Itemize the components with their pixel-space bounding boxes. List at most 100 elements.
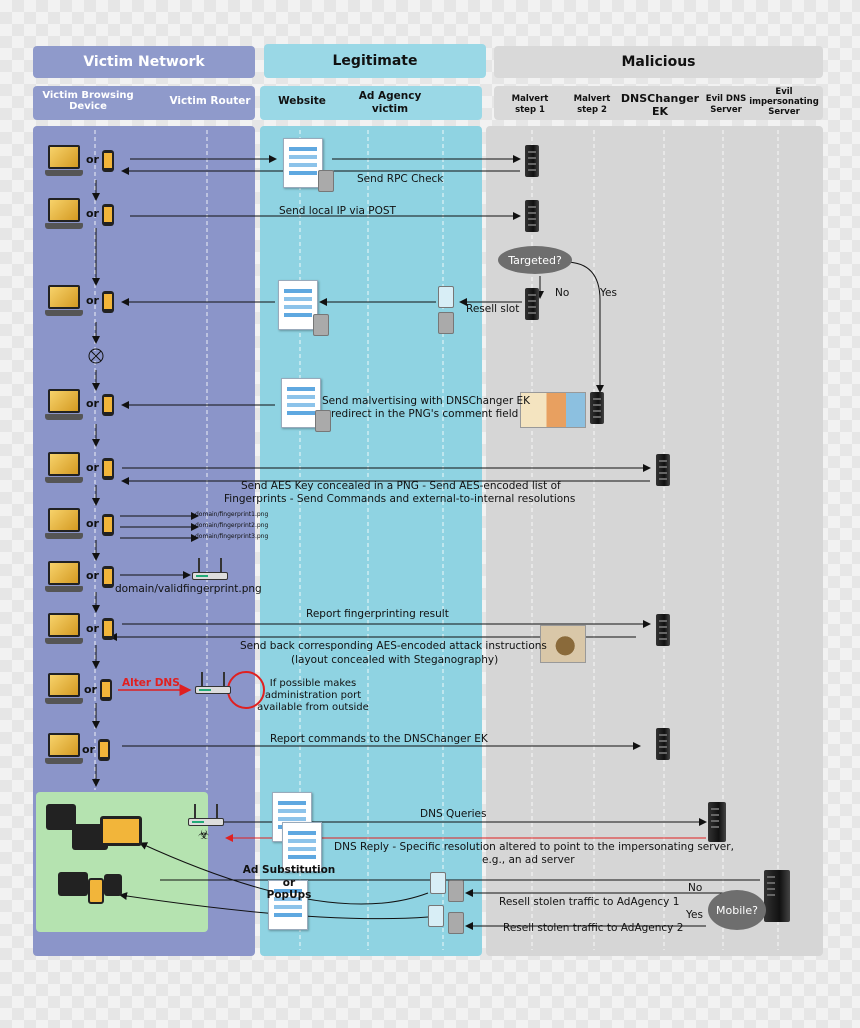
laptop-icon [45,613,83,647]
label-ad-sub-or: or [282,877,296,889]
label-admin-1: If possible makes [269,678,357,689]
or-label: or [84,683,97,696]
laptop-icon [45,285,83,319]
ad-agency-server-icon [438,312,454,334]
or-label: or [86,461,99,474]
web-server-icon [313,314,329,336]
label-local-ip: Send local IP via POST [279,205,396,217]
or-label: or [86,294,99,307]
laptop-icon [45,733,83,767]
phone-icon [104,874,122,896]
targeted-decision: Targeted? [498,246,572,274]
website-page-icon [281,378,321,428]
dnschanger-server-icon [656,728,670,760]
laptop-icon [45,452,83,486]
ad-agency-1-icon [430,872,446,894]
header-victim-network: Victim Network [33,46,255,78]
desktop-monitor-icon [46,804,76,830]
phone-icon [98,739,110,761]
phone-icon [102,618,114,640]
phone-icon [102,150,114,172]
mobile-decision: Mobile? [708,890,766,930]
label-popups: PopUps [266,889,312,901]
label-yes-2: Yes [686,909,703,921]
phone-icon [102,458,114,480]
subheader-victim-device: Victim Browsing Device [42,90,134,112]
router-icon [192,558,228,580]
label-malvertising-1: Send malvertising with DNSChanger EK [322,395,531,407]
label-attack-2: (layout concealed with Steganography) [291,654,499,666]
subheader-dnschanger: DNSChanger EK [620,92,700,118]
subheader-legitimate [260,86,482,120]
evil-impersonating-server-icon [764,870,790,922]
or-label: or [82,743,95,756]
label-fingerprint-2: domain/fingerprint2.png [195,522,269,529]
website-page-icon [283,138,323,188]
png-ad-image [520,392,586,428]
label-resell-2: Resell stolen traffic to AdAgency 2 [503,922,684,934]
or-label: or [86,207,99,220]
phone-icon [102,394,114,416]
ad-agency-1-server-icon [448,880,464,902]
or-label: or [86,569,99,582]
subheader-website: Website [278,95,326,107]
or-label: or [86,153,99,166]
dnschanger-server-icon [656,454,670,486]
label-dns-reply-2: e.g., an ad server [482,854,575,866]
malvert-2-server-icon [590,392,604,424]
label-ad-substitution: Ad Substitution [242,864,336,876]
malvert-server-icon [525,145,539,177]
subheader-malvert-2: Malvert step 2 [573,94,611,115]
laptop-icon [45,145,83,179]
label-alter-dns: Alter DNS [122,677,180,689]
label-report-commands: Report commands to the DNSChanger EK [270,733,488,745]
or-label: or [86,622,99,635]
compromised-router-icon [188,804,224,826]
stego-image [540,625,586,663]
label-fingerprint-1: domain/fingerprint1.png [195,511,269,518]
label-no: No [555,287,570,299]
laptop-icon [45,389,83,423]
label-malvertising-2: redirect in the PNG's comment field [331,408,519,420]
malvert-server-icon [525,288,539,320]
label-valid-fingerprint: domain/validfingerprint.png [115,583,262,595]
label-attack-1: Send back corresponding AES-encoded atta… [240,640,547,652]
phone-icon [88,878,104,904]
subheader-malvert-1: Malvert step 1 [511,94,549,115]
web-server-icon [315,410,331,432]
web-server-icon [318,170,334,192]
laptop-icon [45,508,83,542]
evil-dns-server-icon [708,802,726,842]
label-admin-3: available from outside [257,702,369,713]
website-page-icon [278,280,318,330]
label-dns-reply-1: DNS Reply - Specific resolution altered … [334,841,734,853]
subheader-victim [33,86,255,120]
phone-icon [102,566,114,588]
or-label: or [86,517,99,530]
label-dns-queries: DNS Queries [420,808,487,820]
label-yes: Yes [600,287,617,299]
website-page-icon [268,880,308,930]
phone-icon [102,204,114,226]
subheader-malicious [494,86,823,120]
dnschanger-server-icon [656,614,670,646]
subheader-ad-agency: Ad Agency victim [358,90,422,115]
router-icon [195,672,231,694]
or-label: or [86,397,99,410]
biohazard-icon: ☣ [198,828,210,843]
label-resell-slot: Resell slot [466,303,520,315]
phone-icon [100,679,112,701]
phone-icon [102,291,114,313]
ad-agency-2-icon [428,905,444,927]
phone-icon [102,514,114,536]
laptop-icon [100,816,142,846]
ad-agency-monitor-icon [438,286,454,308]
label-rpc-check: Send RPC Check [357,173,444,185]
laptop-icon [45,673,83,707]
subheader-victim-router: Victim Router [169,95,251,107]
header-legitimate: Legitimate [264,44,486,78]
label-admin-2: administration port [264,690,362,701]
laptop-icon [45,561,83,595]
header-malicious: Malicious [494,46,823,78]
